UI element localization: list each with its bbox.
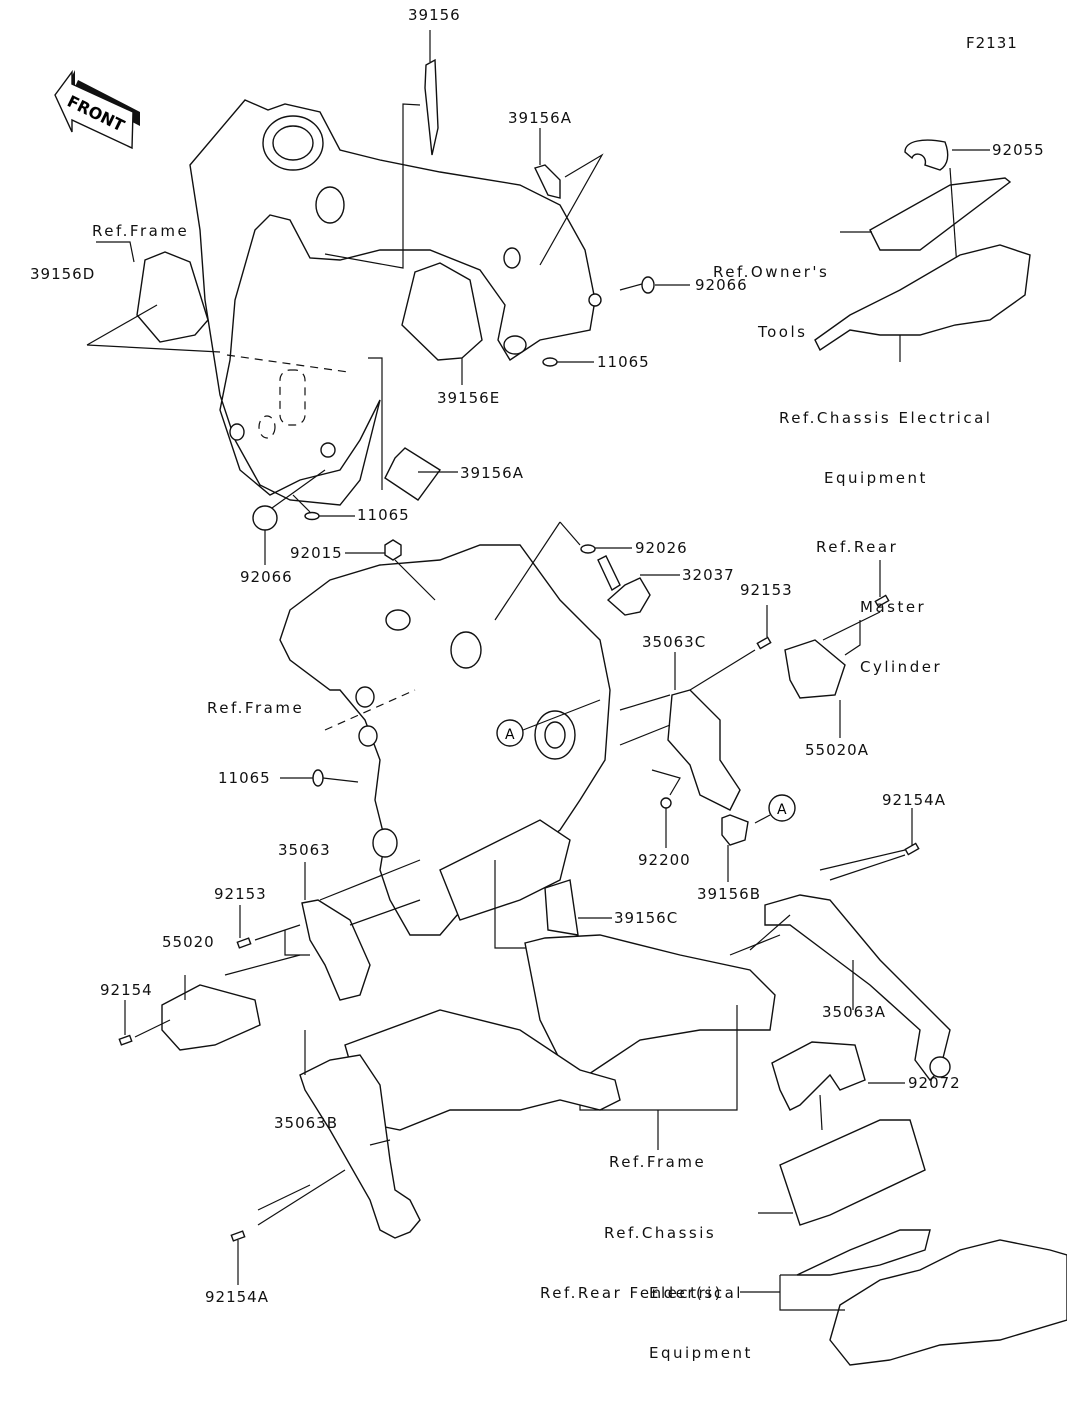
- upper-frame: [189, 99, 602, 506]
- part-label-92154[interactable]: 92154: [100, 981, 153, 999]
- ref-rear-fenders[interactable]: Ref.Rear Fender(s): [540, 1284, 724, 1302]
- heel-guard-55020: [161, 984, 261, 1051]
- ref-chassis-electrical-bottom-line-1: Ref.Chassis: [604, 1224, 717, 1242]
- ref-chassis-electrical-bottom-line-3: Equipment: [649, 1344, 753, 1362]
- ref-rear-master-cylinder-line-3: Cylinder: [860, 658, 943, 676]
- part-label-35063a[interactable]: 35063A: [822, 1003, 886, 1021]
- decal-39156a-lower: [384, 447, 442, 501]
- part-label-32037[interactable]: 32037: [682, 566, 735, 584]
- ref-rear-master-cylinder[interactable]: Ref.Rear Master Cylinder: [816, 497, 942, 717]
- callout-a-marker-2: [768, 794, 796, 822]
- part-label-39156d[interactable]: 39156D: [30, 265, 96, 283]
- part-label-55020a[interactable]: 55020A: [805, 741, 869, 759]
- part-label-92153-upper[interactable]: 92153: [740, 581, 793, 599]
- ref-owners-tools-line-1: Ref.Owner's: [713, 263, 830, 281]
- part-label-92153-lower[interactable]: 92153: [214, 885, 267, 903]
- battery-strap-92072: [771, 1041, 866, 1111]
- front-arrow-icon: FRONT: [54, 69, 140, 150]
- decal-39156c: [544, 879, 579, 936]
- decal-39156d: [136, 251, 209, 343]
- ref-owners-tools[interactable]: Ref.Owner's Tools: [713, 222, 829, 382]
- decal-39156: [424, 58, 439, 156]
- bolt-92153-lower: [236, 937, 252, 949]
- part-label-92055[interactable]: 92055: [992, 141, 1045, 159]
- pin-32037: [597, 555, 621, 592]
- ref-chassis-electrical-top-line-1: Ref.Chassis Electrical: [779, 409, 993, 427]
- bolt-rear-master-cylinder: [874, 594, 890, 608]
- decal-39156a-upper: [534, 164, 561, 199]
- grommet-11065-upper: [542, 357, 558, 367]
- owners-tools: [869, 177, 1012, 251]
- pillion-bracket-35063b: [299, 1054, 421, 1239]
- washer-92026: [580, 544, 596, 554]
- footrest-bracket-35063: [301, 899, 371, 1001]
- decal-39156b: [721, 814, 749, 846]
- battery: [779, 1119, 926, 1226]
- part-label-39156a-lower[interactable]: 39156A: [460, 464, 524, 482]
- part-label-35063b[interactable]: 35063B: [274, 1114, 339, 1132]
- bolt-92154a-lower: [230, 1230, 246, 1242]
- part-label-35063c[interactable]: 35063C: [642, 633, 707, 651]
- ref-rear-master-cylinder-line-1: Ref.Rear: [816, 538, 899, 556]
- part-label-92154a-upper[interactable]: 92154A: [882, 791, 946, 809]
- ref-owners-tools-line-2: Tools: [758, 323, 808, 341]
- grommet-11065-middle: [312, 769, 324, 787]
- figure-id: F2131: [966, 34, 1018, 52]
- callout-a-marker-1: [496, 719, 524, 747]
- ref-rear-master-cylinder-line-2: Master: [860, 598, 927, 616]
- part-label-11065-lower[interactable]: 11065: [357, 506, 410, 524]
- grommet-92066-upper: [641, 276, 655, 294]
- part-label-39156[interactable]: 39156: [408, 6, 461, 24]
- bolt-92154: [118, 1034, 133, 1046]
- part-label-92066-upper[interactable]: 92066: [695, 276, 748, 294]
- band-92055: [904, 139, 949, 171]
- cap-92066-lower: [252, 505, 278, 531]
- footrest-bracket-35063c: [667, 689, 741, 811]
- callout-a-text-1: A: [505, 727, 515, 743]
- ref-chassis-electrical-bottom[interactable]: Ref.Chassis Electrical Equipment: [604, 1183, 753, 1403]
- part-label-11065-middle[interactable]: 11065: [218, 769, 271, 787]
- ref-frame-bottom[interactable]: Ref.Frame: [609, 1153, 707, 1171]
- part-label-92015[interactable]: 92015: [290, 544, 343, 562]
- ref-chassis-electrical-top[interactable]: Ref.Chassis Electrical Equipment: [779, 368, 992, 528]
- nut-92015: [384, 539, 402, 561]
- decal-39156e: [401, 262, 483, 361]
- heel-guard-55020a: [784, 639, 846, 699]
- bolt-92154a-upper: [904, 842, 920, 856]
- part-label-39156a-upper[interactable]: 39156A: [508, 109, 572, 127]
- bolt-92153-upper: [756, 636, 772, 650]
- part-label-39156e[interactable]: 39156E: [437, 389, 501, 407]
- ref-chassis-electrical-top-line-2: Equipment: [824, 469, 928, 487]
- ref-chassis-electrical-bottom-line-2: Electrical: [649, 1284, 743, 1302]
- part-label-39156c[interactable]: 39156C: [614, 909, 679, 927]
- chassis-electrical-tray-top: [814, 244, 1031, 352]
- grommet-11065-lower: [304, 511, 320, 521]
- part-label-92072[interactable]: 92072: [908, 1074, 961, 1092]
- callout-a-text-2: A: [777, 802, 787, 818]
- middle-frame: [279, 544, 611, 936]
- part-label-35063[interactable]: 35063: [278, 841, 331, 859]
- part-label-92026[interactable]: 92026: [635, 539, 688, 557]
- ref-frame-mid[interactable]: Ref.Frame: [207, 699, 305, 717]
- part-label-92154a-lower[interactable]: 92154A: [205, 1288, 269, 1306]
- ref-frame-top[interactable]: Ref.Frame: [92, 222, 190, 240]
- part-label-92066-lower[interactable]: 92066: [240, 568, 293, 586]
- rear-fender-upper: [796, 1229, 931, 1276]
- part-label-39156b[interactable]: 39156B: [697, 885, 762, 903]
- bracket-32037: [606, 577, 651, 616]
- part-label-92200[interactable]: 92200: [638, 851, 691, 869]
- part-label-11065-upper[interactable]: 11065: [597, 353, 650, 371]
- washer-92200: [660, 797, 672, 809]
- part-label-55020[interactable]: 55020: [162, 933, 215, 951]
- rear-fender-lower: [829, 1239, 1067, 1366]
